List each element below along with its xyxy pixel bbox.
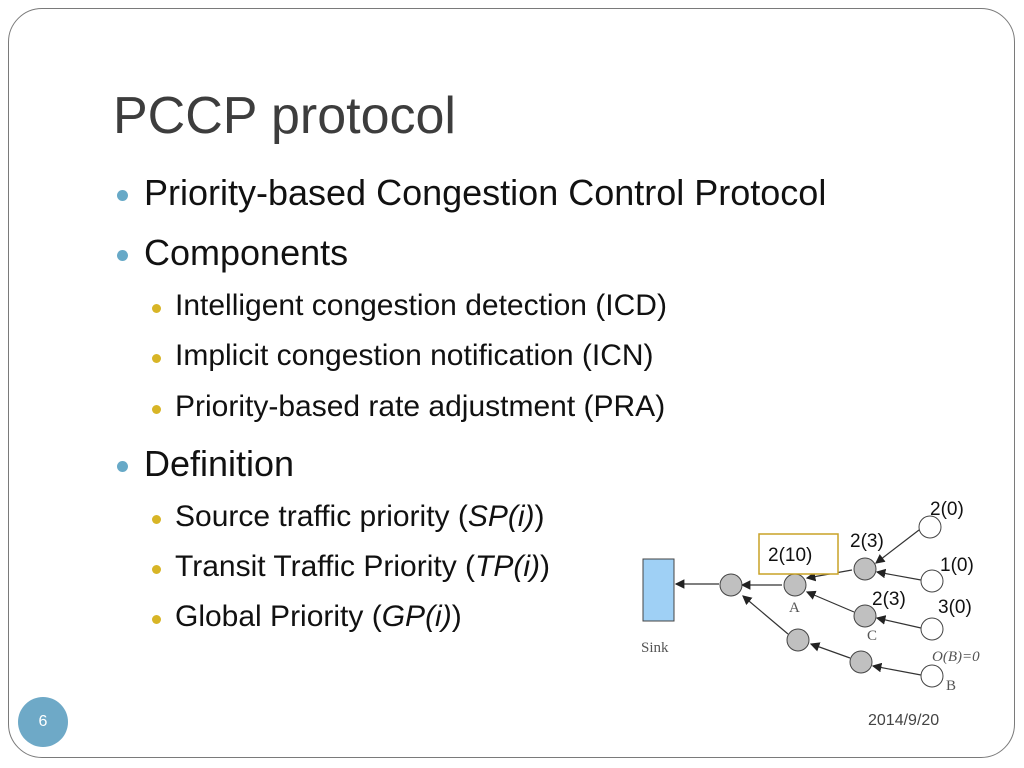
slide-date: 2014/9/20 xyxy=(868,712,940,729)
node xyxy=(719,573,743,597)
page-number-badge: 6 xyxy=(18,697,68,747)
priority-label: 2(0) xyxy=(930,499,964,520)
node-c xyxy=(853,604,877,628)
edge xyxy=(871,662,922,676)
source-node xyxy=(918,515,942,539)
sub-bullet-marker xyxy=(152,405,161,414)
sub-bullet-marker xyxy=(152,565,161,574)
edge xyxy=(809,642,851,659)
bullet-sp: Source traffic priority (SP(i)) xyxy=(175,500,545,533)
slide-frame xyxy=(8,8,1015,758)
slide-title: PCCP protocol xyxy=(113,87,456,145)
sink-node xyxy=(642,558,675,622)
bullet-marker xyxy=(117,190,128,201)
bullet-gp: Global Priority (GP(i)) xyxy=(175,600,462,633)
source-node xyxy=(920,617,944,641)
bullet-marker xyxy=(117,250,128,261)
bullet-protocol-name: Priority-based Congestion Control Protoc… xyxy=(144,172,827,213)
edge xyxy=(875,615,922,629)
node xyxy=(786,628,810,652)
bullet-marker xyxy=(117,461,128,472)
priority-label: 3(0) xyxy=(938,597,972,618)
sink-label: Sink xyxy=(641,640,669,656)
sub-bullet-marker xyxy=(152,515,161,524)
bullet-tp: Transit Traffic Priority (TP(i)) xyxy=(175,550,551,583)
bullet-icd: Intelligent congestion detection (ICD) xyxy=(175,289,667,322)
ob-label: O(B)=0 xyxy=(932,649,980,665)
edge xyxy=(742,595,789,635)
node xyxy=(853,557,877,581)
priority-label: 2(3) xyxy=(850,531,884,552)
boxed-priority-label: 2(10) xyxy=(768,545,812,566)
sub-bullet-marker xyxy=(152,354,161,363)
edge xyxy=(875,568,922,581)
priority-label: 2(3) xyxy=(872,589,906,610)
edge xyxy=(875,529,920,564)
node-a-label: A xyxy=(789,600,800,616)
bullet-components: Components xyxy=(144,232,349,273)
node-b-label: B xyxy=(946,678,956,694)
highlight-box xyxy=(758,533,839,575)
node-a xyxy=(783,573,807,597)
source-node xyxy=(920,569,944,593)
edge xyxy=(805,590,855,613)
bullet-icn: Implicit congestion notification (ICN) xyxy=(175,339,654,372)
bullet-definition: Definition xyxy=(144,443,295,484)
priority-label: 1(0) xyxy=(940,555,974,576)
sub-bullet-marker xyxy=(152,304,161,313)
sub-bullet-marker xyxy=(152,615,161,624)
bullet-pra: Priority-based rate adjustment (PRA) xyxy=(175,390,666,423)
network-diagram: Sink A C B O(B)=0 2(10) 2(0) 2(3) 1(0) 2… xyxy=(641,499,980,694)
node-b xyxy=(920,664,944,688)
node-c-label: C xyxy=(867,628,877,644)
node xyxy=(849,650,873,674)
